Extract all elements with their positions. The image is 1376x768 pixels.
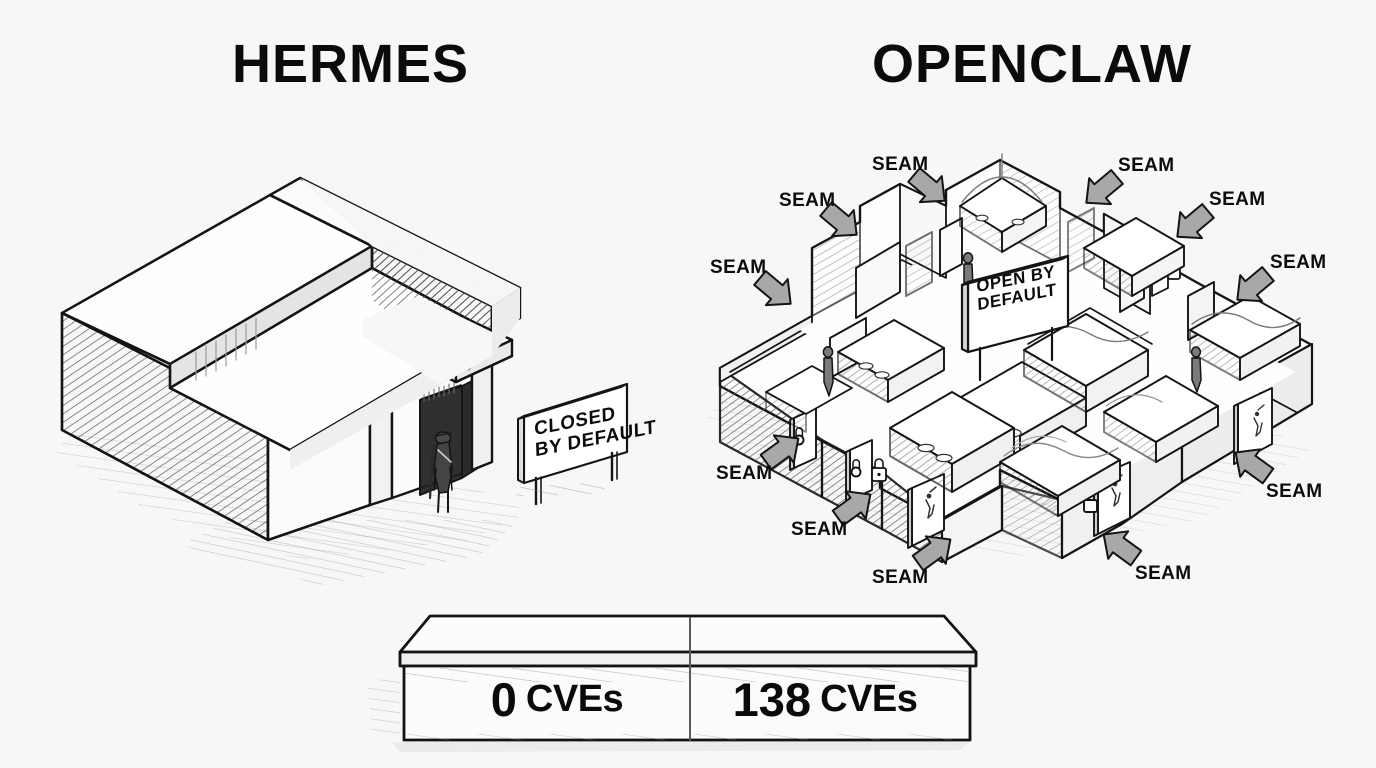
seam-bottom-left: SEAM [791, 519, 848, 540]
seam-bottom-center: SEAM [872, 567, 929, 588]
score-openclaw-unit-text: CVEs [820, 677, 918, 720]
seam-top-left-outer: SEAM [710, 257, 767, 278]
seam-left-lower: SEAM [716, 463, 773, 484]
seam-top-center: SEAM [872, 154, 929, 175]
page-title-openclaw: OPENCLAW [872, 34, 1193, 94]
seam-right-lower: SEAM [1266, 481, 1323, 502]
score-openclaw-count: 138 [732, 672, 812, 726]
seam-top-right: SEAM [1118, 155, 1175, 176]
score-openclaw: 138 CVEs [694, 654, 956, 744]
cve-scoreboard: 0 CVEs 138 CVEs [398, 614, 970, 746]
seam-right-outer: SEAM [1270, 252, 1327, 273]
open-by-default-sign: OPEN BY DEFAULT [976, 262, 1057, 315]
score-hermes-count: 0 [490, 672, 517, 726]
seam-top-left-mid: SEAM [779, 190, 836, 211]
score-openclaw-unit: CVEs [820, 677, 918, 721]
page-title-hermes: HERMES [232, 34, 470, 94]
closed-by-default-sign: CLOSED BY DEFAULT [534, 396, 657, 461]
score-hermes: 0 CVEs [426, 654, 688, 744]
seam-right-upper: SEAM [1209, 189, 1266, 210]
seam-bottom-right: SEAM [1135, 563, 1192, 584]
score-hermes-unit-text: CVEs [525, 677, 624, 720]
score-hermes-unit: CVEs [525, 677, 624, 721]
